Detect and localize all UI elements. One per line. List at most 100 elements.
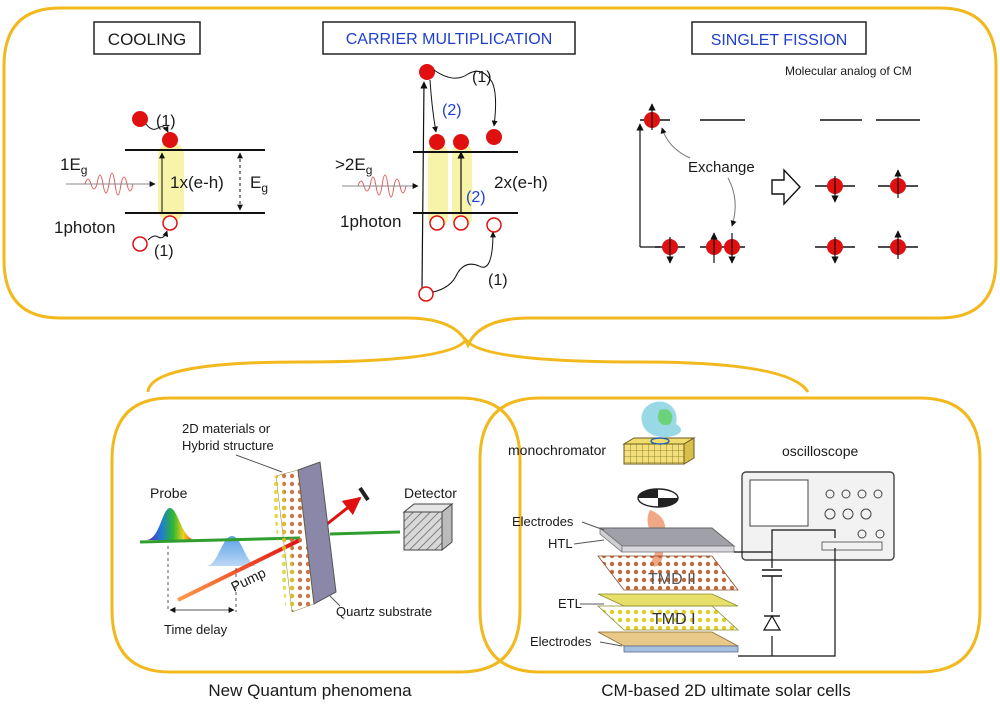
top-outline <box>2 6 998 349</box>
cm-electron-2 <box>453 134 469 150</box>
transmitted-probe-beam <box>329 530 401 536</box>
electrode-bottom-base <box>623 645 739 653</box>
electrode-bottom-layer <box>597 631 739 647</box>
cm-excitation-label: >2Eg <box>335 155 372 177</box>
beam-block <box>358 486 370 502</box>
sf-transition-arrow <box>771 168 801 206</box>
cm-photon-label: 1photon <box>340 212 401 231</box>
sample-plate-yellow-layer <box>270 474 298 612</box>
cm-hole-1 <box>429 215 445 231</box>
electrodes-top-leader <box>581 521 605 531</box>
electrode-top-layer <box>598 527 736 547</box>
monochromator-top <box>622 437 696 445</box>
etl-layer <box>597 593 739 607</box>
monochromator-label: monochromator <box>508 442 606 458</box>
detector-label: Detector <box>404 485 457 501</box>
oscilloscope-screen <box>749 479 809 527</box>
cm-step2-top: (2) <box>442 102 462 119</box>
cooling-excitation-label: 1Eg <box>60 155 87 177</box>
solar-cell-setup: TMD II TMD I mo <box>508 401 895 657</box>
cm-relax-path-top <box>433 69 498 127</box>
cm-hole-relax-path <box>432 231 496 293</box>
monochromator-body <box>623 443 685 465</box>
tmd1-layer <box>596 605 740 631</box>
cooling-photon-label: 1photon <box>54 218 115 237</box>
capacitor-symbol <box>762 569 782 590</box>
cm-hot-electron <box>419 64 435 80</box>
sf-exchange-curve-up <box>660 127 691 159</box>
htl-label: HTL <box>548 536 573 551</box>
sample-label-line1: 2D materials or <box>182 421 271 436</box>
cooling-title: COOLING <box>108 30 186 49</box>
probe-label: Probe <box>150 485 188 501</box>
electron-hot <box>132 111 148 127</box>
cm-pair-label: 2x(e-h) <box>494 173 548 192</box>
htl-layer-front <box>621 545 735 553</box>
htl-leader <box>573 539 605 545</box>
cm-title: CARRIER MULTIPLICATION <box>346 31 553 48</box>
cooling-title-box <box>93 21 201 55</box>
right-caption: CM-based 2D ultimate solar cells <box>601 681 850 700</box>
reflected-pump-beam <box>321 496 362 530</box>
left-caption: New Quantum phenomena <box>208 681 412 700</box>
cm-pair-highlight-2 <box>452 143 472 228</box>
sf-title: SINGLET FISSION <box>711 32 848 49</box>
cooling-relax-path <box>145 123 169 133</box>
connecting-brace <box>146 337 810 393</box>
cm-hole-3 <box>486 217 502 233</box>
cm-hole-2 <box>453 215 469 231</box>
sample-label-leader <box>235 454 283 473</box>
cm-hot-hole <box>418 286 434 302</box>
cooling-pair-highlight <box>158 142 184 222</box>
oscilloscope <box>741 471 895 561</box>
monochromator-side <box>683 437 695 465</box>
detector-box <box>403 511 443 551</box>
light-beam-green <box>657 409 673 426</box>
diode-symbol <box>762 614 782 631</box>
electrodes-bottom-leader <box>599 641 623 647</box>
probe-pulse <box>146 508 196 540</box>
cm-impact-path <box>429 79 438 133</box>
oscilloscope-label: oscilloscope <box>782 443 858 459</box>
monochromator-slit <box>650 437 670 445</box>
probe-beam <box>139 536 301 544</box>
right-setup-outline <box>478 396 982 674</box>
cooling-pair-label: 1x(e-h) <box>170 173 224 192</box>
tmd2-label: TMD II <box>648 571 696 588</box>
cm-step2-bottom: (2) <box>466 189 486 206</box>
chopper-wheel <box>637 488 679 508</box>
cm-step1-bottom: (1) <box>488 272 508 289</box>
cm-pair-highlight-1 <box>428 143 448 228</box>
etl-label: ETL <box>558 596 582 611</box>
cooling-gap-label: Eg <box>250 173 268 195</box>
hole-hot <box>132 236 148 252</box>
tmd1-label: TMD I <box>652 611 696 628</box>
pump-pulse <box>206 536 258 566</box>
sf-subtitle: Molecular analog of CM <box>785 64 912 78</box>
left-setup-outline <box>110 396 522 674</box>
cm-electron-1 <box>429 134 445 150</box>
sf-exchange-label: Exchange <box>688 159 755 176</box>
cooling-hole-relax-path <box>147 230 169 241</box>
pump-label: Pump <box>228 564 268 595</box>
cooling-step-top: (1) <box>156 113 176 130</box>
cm-electron-3 <box>486 129 502 145</box>
electron-band-edge <box>162 132 178 148</box>
circuit-wire <box>734 529 836 657</box>
electrodes-bottom-label: Electrodes <box>530 634 592 649</box>
substrate-leader <box>329 595 341 607</box>
pump-probe-setup: 2D materials or Hybrid structure Probe P… <box>139 421 457 637</box>
sample-label-line2: Hybrid structure <box>182 438 274 453</box>
substrate-label: Quartz substrate <box>336 604 432 619</box>
cooling-panel: COOLING 1Eg 1photon 1x(e-h) Eg (1) (1) <box>54 21 268 260</box>
hole-band-edge <box>162 215 178 231</box>
cooling-step-bottom: (1) <box>154 243 174 260</box>
cm-step1-top: (1) <box>472 69 492 86</box>
sf-exchange-curve-down <box>727 177 737 227</box>
sf-panel: SINGLET FISSION Molecular analog of CM E… <box>636 21 920 264</box>
cm-title-box <box>322 21 576 55</box>
detector-box-side <box>441 502 453 552</box>
cm-excitation-arrow <box>420 81 428 289</box>
time-delay-label: Time delay <box>164 622 228 637</box>
cm-panel: CARRIER MULTIPLICATION >2Eg 1photon 2x(e… <box>322 21 576 302</box>
